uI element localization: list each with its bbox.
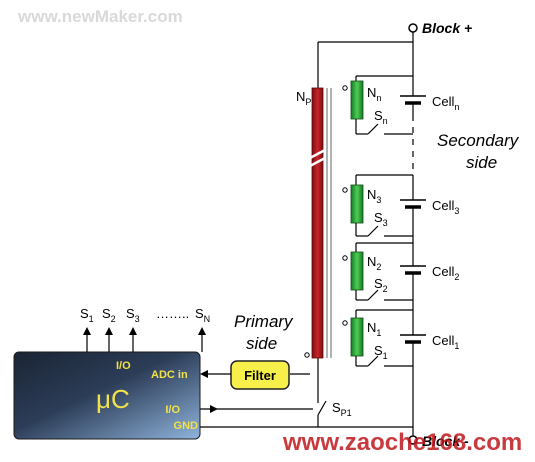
switch-n bbox=[367, 123, 379, 135]
primary-winding bbox=[311, 87, 324, 359]
primary-switch-sp1: SP1 bbox=[317, 400, 352, 418]
winding-2-label: N2 bbox=[367, 254, 381, 272]
io-arrow-icon bbox=[210, 405, 218, 413]
uc-io-top: I/O bbox=[116, 360, 131, 372]
secondary-winding-2 bbox=[350, 251, 364, 291]
primary-dot bbox=[304, 352, 310, 358]
primary-side-line1: Primary bbox=[234, 312, 294, 331]
cell-stage-3: N3 S3 Cell3 bbox=[342, 174, 459, 237]
watermark-bottom: www.zaoche168.com bbox=[282, 429, 522, 456]
cell-stage-2: N2 S2 Cell2 bbox=[342, 236, 459, 301]
cell-n-label: Celln bbox=[432, 94, 459, 112]
switch-3 bbox=[367, 225, 379, 237]
secondary-winding-n bbox=[350, 80, 364, 120]
output-ellipsis: …….. bbox=[156, 306, 189, 321]
cell-2-label: Cell2 bbox=[432, 264, 459, 282]
primary-side-line2: side bbox=[246, 334, 277, 353]
microcontroller-box bbox=[13, 351, 201, 440]
adc-arrow-icon bbox=[200, 370, 208, 378]
primary-break-mark bbox=[309, 148, 326, 160]
output-sn: SN bbox=[195, 306, 210, 324]
switch-2 bbox=[367, 289, 379, 301]
switch-1 bbox=[367, 355, 379, 367]
switch-3-label: S3 bbox=[374, 210, 388, 228]
block-plus-label: Block + bbox=[422, 20, 472, 36]
arrow-up-icon bbox=[83, 327, 91, 335]
winding-3-label: N3 bbox=[367, 187, 381, 205]
block-minus-label: Block - bbox=[422, 433, 469, 449]
output-arrows bbox=[86, 333, 203, 352]
block-plus-terminal bbox=[408, 23, 418, 33]
output-s2: S2 bbox=[102, 306, 116, 324]
secondary-side-line2: side bbox=[466, 153, 497, 172]
uc-adc-in: ADC in bbox=[151, 369, 188, 381]
secondary-winding-1 bbox=[350, 317, 364, 357]
filter-block bbox=[230, 360, 290, 390]
winding-n-label: Nn bbox=[367, 85, 381, 103]
output-s1: S1 bbox=[80, 306, 94, 324]
sp1-label: SP1 bbox=[332, 400, 352, 418]
secondary-winding-3 bbox=[350, 184, 364, 224]
switch-n-label: Sn bbox=[374, 108, 388, 126]
cell-3-label: Cell3 bbox=[432, 198, 459, 216]
arrow-up-icon bbox=[105, 327, 113, 335]
arrow-up-icon bbox=[129, 327, 137, 335]
output-s3: S3 bbox=[126, 306, 140, 324]
uc-gnd: GND bbox=[174, 420, 199, 432]
primary-winding-label: NP bbox=[296, 89, 311, 107]
cell-stage-n: Nn Sn Celln bbox=[342, 56, 459, 135]
uc-label: μC bbox=[96, 384, 130, 414]
winding-1-label: N1 bbox=[367, 320, 381, 338]
cell-1-label: Cell1 bbox=[432, 333, 459, 351]
secondary-side-line1: Secondary bbox=[437, 131, 520, 150]
uc-io-bottom: I/O bbox=[165, 404, 180, 416]
switch-2-label: S2 bbox=[374, 276, 388, 294]
switch-1-label: S1 bbox=[374, 343, 388, 361]
wiring bbox=[200, 32, 414, 437]
arrow-up-icon bbox=[198, 327, 206, 335]
filter-label: Filter bbox=[244, 368, 276, 383]
watermark-top: www.newMaker.com bbox=[17, 7, 183, 26]
block-minus-terminal bbox=[408, 435, 418, 445]
cell-stage-1: N1 S1 Cell1 bbox=[342, 300, 459, 405]
